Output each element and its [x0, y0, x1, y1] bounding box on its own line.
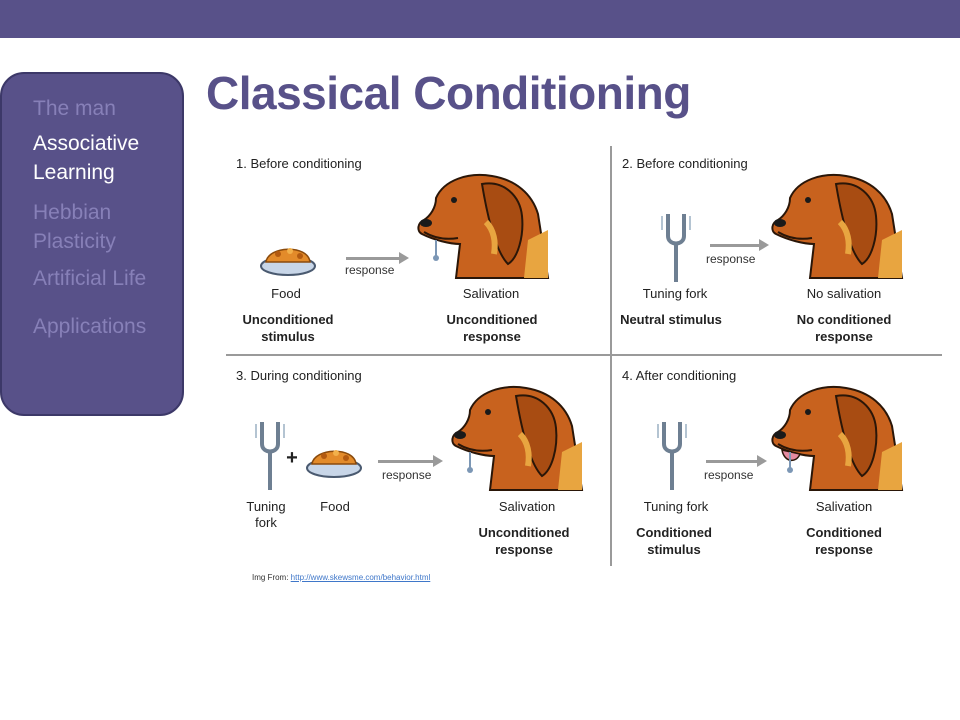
sidebar-item-hebbian-plasticity[interactable]: Hebbian Plasticity — [33, 201, 116, 253]
sidebar-item-the-man[interactable]: The man — [33, 97, 116, 120]
stimulus-label: Tuning fork — [643, 499, 709, 514]
response-label: response — [345, 263, 395, 277]
response-result-label: No salivation — [806, 286, 882, 301]
panel-before-conditioning-food: 1. Before conditioning response Food Unc… — [226, 146, 584, 346]
conditioning-figure: 1. Before conditioning response Food Unc… — [226, 146, 942, 568]
stimulus-label: Tuning fork — [642, 286, 708, 301]
stimulus-caption: Neutral stimulus — [620, 312, 722, 327]
credit-link[interactable]: http://www.skewsme.com/behavior.html — [290, 573, 431, 582]
response-caption: Unconditioned response — [478, 525, 570, 557]
panel-during-conditioning: 3. During conditioning + response Tuning… — [226, 358, 584, 558]
response-caption: Unconditioned response — [446, 312, 538, 344]
response-label: response — [382, 468, 432, 482]
top-band — [0, 0, 960, 38]
response-arrow — [378, 455, 443, 467]
stimulus-caption: Unconditioned stimulus — [242, 312, 334, 344]
sidebar-item-artificial-life[interactable]: Artificial Life — [33, 267, 147, 290]
tuning-fork-illustration — [254, 420, 286, 492]
figure-divider-vertical — [610, 146, 612, 566]
stimulus-label-food: Food — [320, 499, 350, 514]
dog-salivating-illustration — [416, 160, 566, 280]
response-arrow — [710, 239, 769, 251]
response-result-label: Salivation — [498, 499, 556, 514]
dog-no-salivation-illustration — [770, 160, 920, 280]
sidebar-item-applications[interactable]: Applications — [33, 315, 147, 338]
dog-salivating-illustration — [770, 372, 920, 492]
stimulus-label: Food — [271, 286, 301, 301]
tuning-fork-illustration — [656, 420, 688, 492]
sidebar-item-associative-learning[interactable]: Associative Learning — [33, 132, 140, 184]
response-label: response — [704, 468, 754, 482]
figure-divider-horizontal — [226, 354, 942, 356]
credit-prefix: Img From: — [252, 573, 291, 582]
dog-salivating-illustration — [450, 372, 600, 492]
image-credit: Img From: http://www.skewsme.com/behavio… — [252, 573, 430, 582]
panel-title: 1. Before conditioning — [236, 156, 362, 171]
response-caption: No conditioned response — [796, 312, 892, 344]
response-result-label: Salivation — [815, 499, 873, 514]
plus-icon: + — [286, 447, 298, 469]
food-bowl-illustration — [260, 247, 316, 276]
panel-title: 4. After conditioning — [622, 368, 737, 383]
food-bowl-illustration — [306, 449, 362, 478]
response-label: response — [706, 252, 756, 266]
tuning-fork-illustration — [660, 212, 692, 284]
response-arrow — [706, 455, 767, 467]
panel-title: 3. During conditioning — [236, 368, 362, 383]
sidebar-nav: The man Associative Learning Hebbian Pla… — [0, 72, 184, 416]
stimulus-label: Tuning fork — [246, 499, 286, 530]
panel-before-conditioning-fork: 2. Before conditioning response Tuning f… — [612, 146, 960, 346]
response-caption: Conditioned response — [806, 525, 882, 557]
stimulus-caption: Conditioned stimulus — [636, 525, 712, 557]
page-title: Classical Conditioning — [206, 67, 691, 119]
response-arrow — [346, 252, 409, 264]
panel-title: 2. Before conditioning — [622, 156, 748, 171]
response-result-label: Salivation — [462, 286, 520, 301]
panel-after-conditioning: 4. After conditioning response Tuning fo… — [612, 358, 960, 558]
